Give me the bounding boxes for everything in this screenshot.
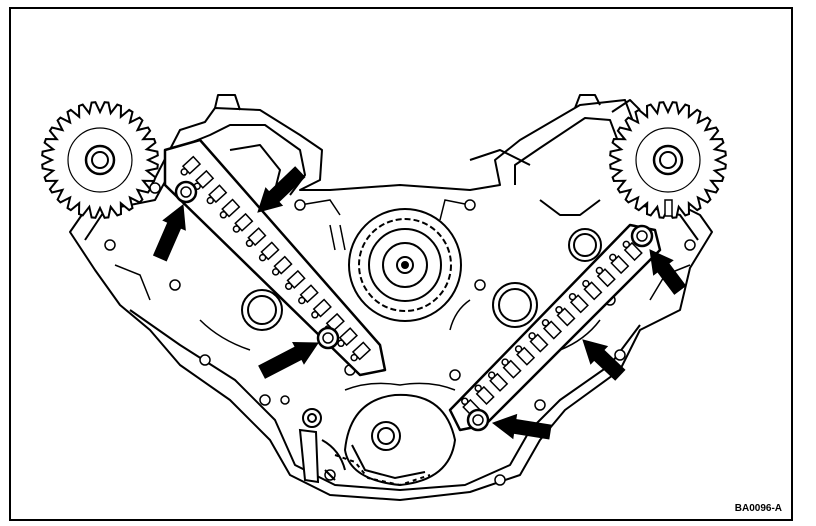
arrow-icon — [152, 204, 186, 262]
right-camshaft-sprocket — [609, 101, 727, 219]
right-timing-chain-guide — [448, 223, 662, 432]
arrow-icon — [491, 413, 552, 440]
water-pump — [348, 208, 462, 322]
lower-left-bracket — [298, 408, 346, 484]
arrow-icon — [258, 341, 319, 379]
block-openings — [241, 228, 602, 331]
arrow-icon — [649, 249, 687, 295]
callout-arrows — [152, 166, 687, 440]
arrow-icon — [582, 339, 626, 381]
left-timing-chain-guide — [163, 138, 387, 377]
crankshaft-sprocket — [334, 393, 457, 487]
left-camshaft-sprocket — [41, 101, 159, 219]
arrow-icon — [257, 166, 306, 213]
figure-reference-code: BA0096-A — [735, 503, 782, 514]
bolt-holes — [104, 182, 696, 486]
